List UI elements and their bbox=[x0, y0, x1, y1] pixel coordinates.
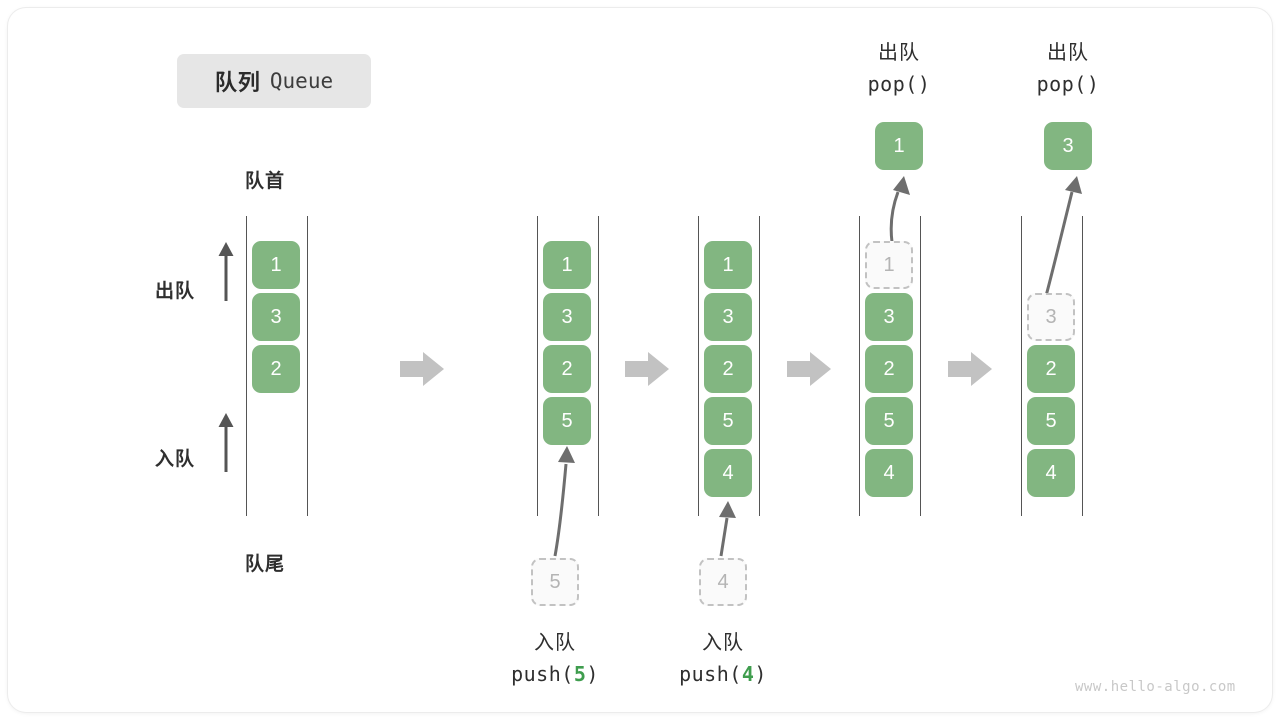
title-badge: 队列 Queue bbox=[177, 54, 371, 108]
label-front: 队首 bbox=[245, 171, 286, 192]
cell-col2-3: 5 bbox=[543, 397, 591, 445]
rail-left-col4 bbox=[859, 216, 860, 516]
cell-col4-0-ghost: 1 bbox=[865, 241, 913, 289]
label-rear: 队尾 bbox=[245, 554, 286, 575]
rail-right-col3 bbox=[759, 216, 760, 516]
diagram-card: 队列 Queue 队首 队尾 出队 入队 1 3 2 1 3 bbox=[8, 8, 1272, 712]
step-arrow-icon-3 bbox=[787, 352, 831, 386]
op-label-push-4-code: push(4) bbox=[679, 662, 767, 686]
push-5-motion-arrow-icon bbox=[553, 446, 575, 557]
title-en: Queue bbox=[269, 69, 334, 93]
op-label-pop-1-cn: 出队 bbox=[878, 42, 920, 64]
cell-col1-0: 1 bbox=[252, 241, 300, 289]
label-dequeue: 出队 bbox=[155, 281, 196, 302]
cell-col1-1: 3 bbox=[252, 293, 300, 341]
rail-right-col2 bbox=[598, 216, 599, 516]
cell-col3-4: 4 bbox=[704, 449, 752, 497]
pop-3-motion-arrow-icon bbox=[1044, 176, 1082, 297]
cell-col4-1: 3 bbox=[865, 293, 913, 341]
cell-col3-3: 5 bbox=[704, 397, 752, 445]
op-label-pop-1-code: pop() bbox=[867, 72, 931, 96]
op-label-push-4: 入队 push(4) bbox=[648, 628, 798, 690]
cell-col5-3: 4 bbox=[1027, 449, 1075, 497]
rail-right-col5 bbox=[1082, 216, 1083, 516]
cell-col5-1: 2 bbox=[1027, 345, 1075, 393]
push-4-motion-arrow-icon bbox=[719, 501, 736, 557]
step-arrow-icon-1 bbox=[400, 352, 444, 386]
op-label-push-4-cn: 入队 bbox=[702, 632, 744, 654]
op-label-pop-1: 出队 pop() bbox=[834, 38, 964, 100]
watermark: www.hello-algo.com bbox=[1075, 679, 1236, 695]
op-label-push-5: 入队 push(5) bbox=[480, 628, 630, 690]
cell-col2-2: 2 bbox=[543, 345, 591, 393]
op-label-push-5-cn: 入队 bbox=[534, 632, 576, 654]
rail-left-col1 bbox=[246, 216, 247, 516]
rail-right-col1 bbox=[307, 216, 308, 516]
floating-ghost-push-5: 5 bbox=[531, 558, 579, 606]
op-label-pop-3-cn: 出队 bbox=[1047, 42, 1089, 64]
pop-1-motion-arrow-icon bbox=[889, 176, 910, 243]
label-enqueue: 入队 bbox=[155, 449, 196, 470]
enqueue-direction-arrow-icon bbox=[218, 413, 234, 472]
floating-ghost-push-4: 4 bbox=[699, 558, 747, 606]
cell-col2-1: 3 bbox=[543, 293, 591, 341]
floating-popped-3: 3 bbox=[1044, 122, 1092, 170]
cell-col4-4: 4 bbox=[865, 449, 913, 497]
cell-col5-0-ghost: 3 bbox=[1027, 293, 1075, 341]
rail-left-col5 bbox=[1021, 216, 1022, 516]
title-cn: 队列 bbox=[214, 70, 261, 95]
cell-col4-2: 2 bbox=[865, 345, 913, 393]
cell-col4-3: 5 bbox=[865, 397, 913, 445]
step-arrow-icon-2 bbox=[625, 352, 669, 386]
dequeue-direction-arrow-icon bbox=[218, 242, 234, 301]
step-arrow-icon-4 bbox=[948, 352, 992, 386]
rail-right-col4 bbox=[920, 216, 921, 516]
cell-col3-1: 3 bbox=[704, 293, 752, 341]
rail-left-col2 bbox=[537, 216, 538, 516]
cell-col5-2: 5 bbox=[1027, 397, 1075, 445]
op-label-pop-3-code: pop() bbox=[1036, 72, 1100, 96]
cell-col2-0: 1 bbox=[543, 241, 591, 289]
cell-col3-0: 1 bbox=[704, 241, 752, 289]
op-label-pop-3: 出队 pop() bbox=[1003, 38, 1133, 100]
cell-col3-2: 2 bbox=[704, 345, 752, 393]
cell-col1-2: 2 bbox=[252, 345, 300, 393]
floating-popped-1: 1 bbox=[875, 122, 923, 170]
op-label-push-5-code: push(5) bbox=[511, 662, 599, 686]
rail-left-col3 bbox=[698, 216, 699, 516]
